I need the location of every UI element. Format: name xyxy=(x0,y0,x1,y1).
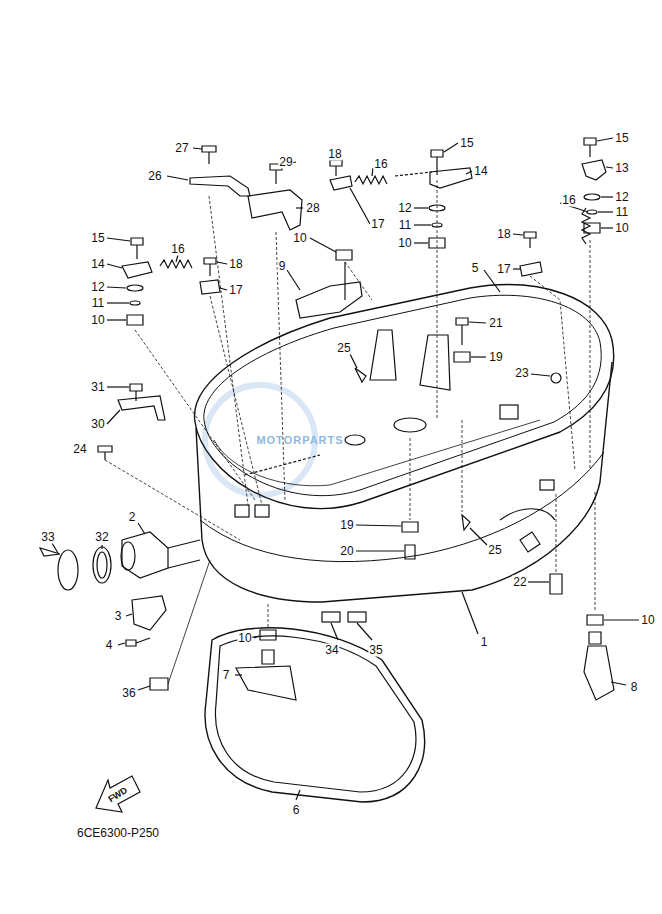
callout-number: 21 xyxy=(488,317,503,330)
callout-number: 35 xyxy=(368,644,383,657)
callout-number: 14 xyxy=(90,258,105,271)
callout-number: 2 xyxy=(128,511,137,524)
callout-number: 23 xyxy=(514,367,529,380)
callout-number: 10 xyxy=(614,222,629,235)
callout-number: 9 xyxy=(278,260,287,273)
callout-number: 31 xyxy=(90,381,105,394)
callout-number: 30 xyxy=(90,418,105,431)
callout-number: 25 xyxy=(336,342,351,355)
callout-number: 10 xyxy=(90,314,105,327)
callout-number: 11 xyxy=(91,297,105,310)
callout-number: 11 xyxy=(615,206,629,219)
watermark: MOTORPARTS xyxy=(255,434,344,447)
callout-number: 24 xyxy=(72,443,87,456)
callout-number: 18 xyxy=(228,258,243,271)
direction-arrow-label: FWD xyxy=(105,784,131,807)
callout-number: 5 xyxy=(471,262,480,275)
callout-number: 10 xyxy=(397,237,412,250)
callout-number: 12 xyxy=(397,202,412,215)
callout-number: 17 xyxy=(496,263,511,276)
callout-number: 7 xyxy=(222,669,231,682)
callout-number: 10 xyxy=(292,232,307,245)
callout-number: 15 xyxy=(459,137,474,150)
callout-number: 11 xyxy=(398,219,412,232)
callout-number: 17 xyxy=(370,218,385,231)
callout-number: 10 xyxy=(640,614,655,627)
callout-number: 18 xyxy=(496,228,511,241)
callout-number: 16 xyxy=(170,243,185,256)
callout-number: 16 xyxy=(373,158,388,171)
callout-number: 22 xyxy=(512,576,527,589)
callout-number: 20 xyxy=(339,545,354,558)
callout-number: 12 xyxy=(90,281,105,294)
callout-number: 36 xyxy=(121,687,136,700)
callout-number: 10 xyxy=(237,632,252,645)
callout-number: 26 xyxy=(147,170,162,183)
callout-number: 19 xyxy=(339,519,354,532)
callout-number: 3 xyxy=(114,610,123,623)
callout-number: 29 xyxy=(278,156,293,169)
drawing-code: 6CE6300-P250 xyxy=(76,827,160,840)
callout-number: 32 xyxy=(94,531,109,544)
callout-number: 8 xyxy=(630,681,639,694)
callout-number: 12 xyxy=(614,191,629,204)
callout-number: 18 xyxy=(327,148,342,161)
callout-number: 27 xyxy=(174,142,189,155)
callout-number: 34 xyxy=(324,644,339,657)
callout-number: 13 xyxy=(614,162,629,175)
callout-number: 15 xyxy=(90,232,105,245)
callout-number: 25 xyxy=(487,544,502,557)
callout-number: 28 xyxy=(305,202,320,215)
callout-number: 6 xyxy=(292,804,301,817)
callout-number: 19 xyxy=(488,351,503,364)
callout-number: 4 xyxy=(105,639,114,652)
callout-number: 16 xyxy=(561,194,576,207)
callout-number: 14 xyxy=(473,165,488,178)
callout-number: 17 xyxy=(228,284,243,297)
callout-number: 1 xyxy=(480,636,489,649)
callout-number: 15 xyxy=(614,132,629,145)
callout-number: 33 xyxy=(40,531,55,544)
